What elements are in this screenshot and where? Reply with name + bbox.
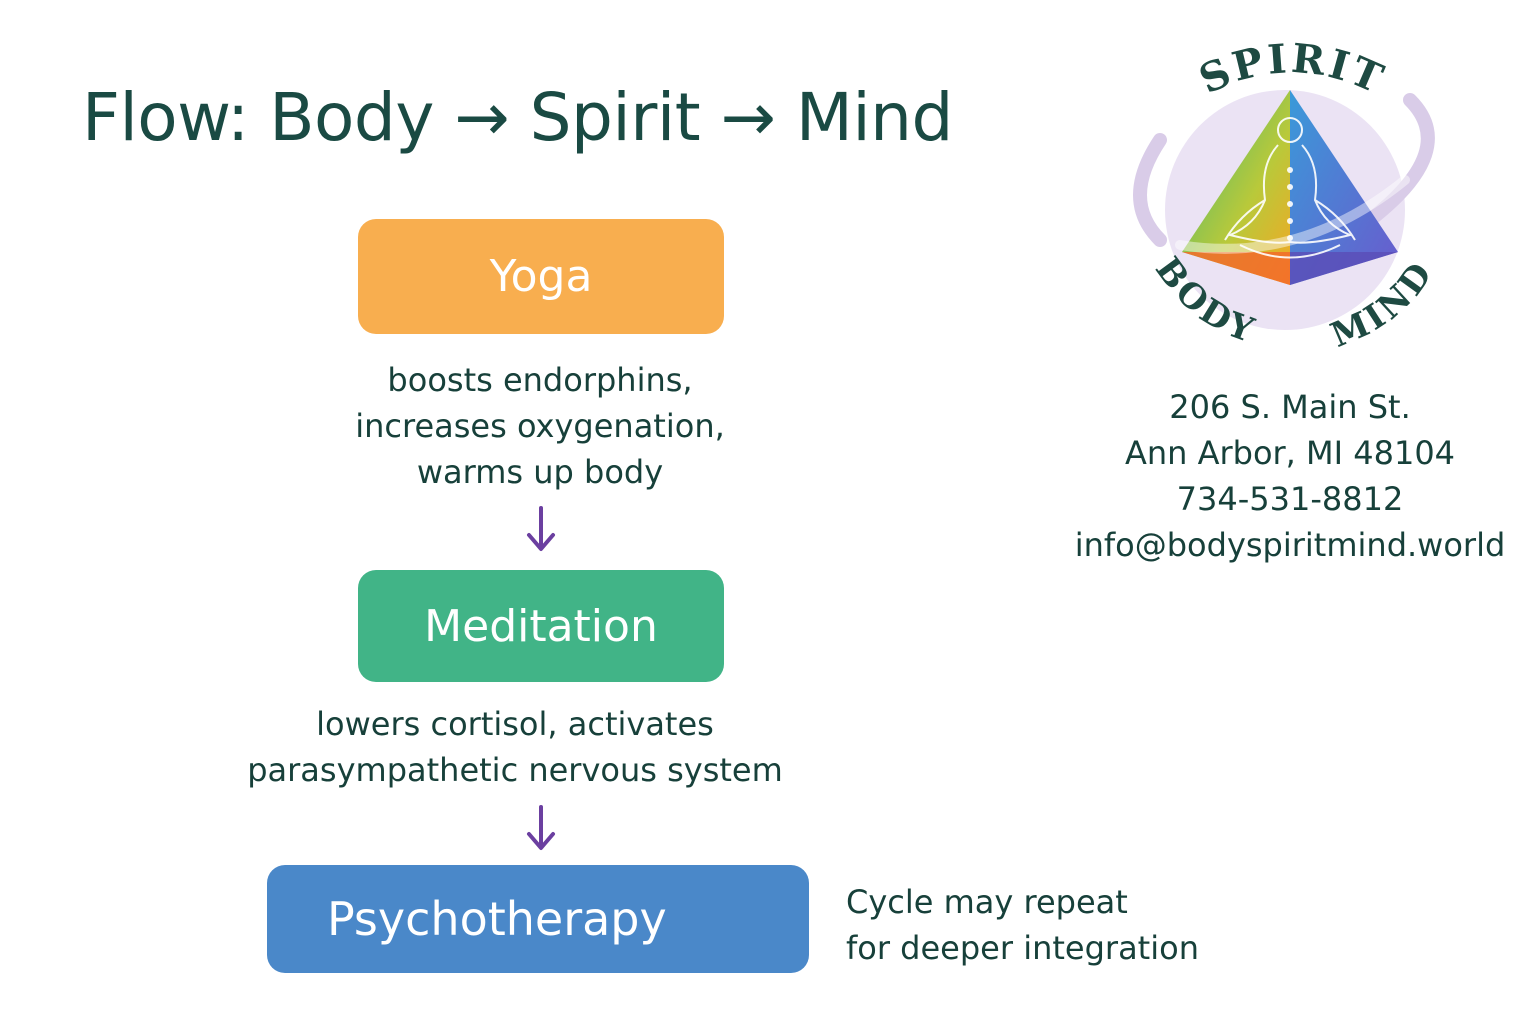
contact-city: Ann Arbor, MI 48104: [1124, 434, 1456, 472]
meditating-figure-icon: [1224, 117, 1356, 259]
logo-ring-right: [1363, 93, 1435, 227]
logo-pyramid-right-face: [1290, 90, 1398, 285]
description-line: lowers cortisol, activates: [316, 705, 714, 743]
body-spirit-mind-logo: SPIRIT BODY MIND: [1133, 35, 1439, 356]
logo-ring-front: [1175, 175, 1410, 254]
step-meditation-label: Meditation: [424, 600, 658, 652]
page-title: Flow: Body → Spirit → Mind: [82, 79, 953, 156]
logo-ring-left: [1133, 133, 1167, 247]
logo-pyramid-base-right: [1290, 252, 1398, 285]
step-psychotherapy-box: Psychotherapy: [267, 865, 809, 973]
down-arrow-icon: [527, 805, 555, 850]
cycle-note-line: for deeper integration: [846, 929, 1199, 967]
contact-phone: 734-531-8812: [1176, 480, 1404, 518]
contact-street: 206 S. Main St.: [1169, 388, 1411, 426]
step-meditation-box: Meditation: [358, 570, 724, 682]
step-meditation-description: lowers cortisol, activates parasympathet…: [200, 701, 830, 793]
cycle-note: Cycle may repeat for deeper integration: [846, 879, 1199, 971]
description-line: parasympathetic nervous system: [247, 751, 783, 789]
description-line: boosts endorphins,: [387, 361, 693, 399]
chakra-dots: [1287, 167, 1293, 241]
down-arrow-icon: [527, 506, 555, 551]
contact-info: 206 S. Main St. Ann Arbor, MI 48104 734-…: [1070, 384, 1510, 568]
logo-pyramid-left-face: [1182, 90, 1290, 285]
step-yoga-description: boosts endorphins, increases oxygenation…: [320, 357, 760, 495]
contact-email: info@bodyspiritmind.world: [1074, 526, 1506, 564]
logo-pyramid-base-left: [1182, 252, 1290, 285]
step-yoga-box: Yoga: [358, 219, 724, 334]
description-line: increases oxygenation,: [355, 407, 725, 445]
step-psychotherapy-label: Psychotherapy: [327, 892, 667, 946]
cycle-note-line: Cycle may repeat: [846, 883, 1128, 921]
description-line: warms up body: [416, 453, 664, 491]
step-yoga-label: Yoga: [489, 251, 593, 302]
